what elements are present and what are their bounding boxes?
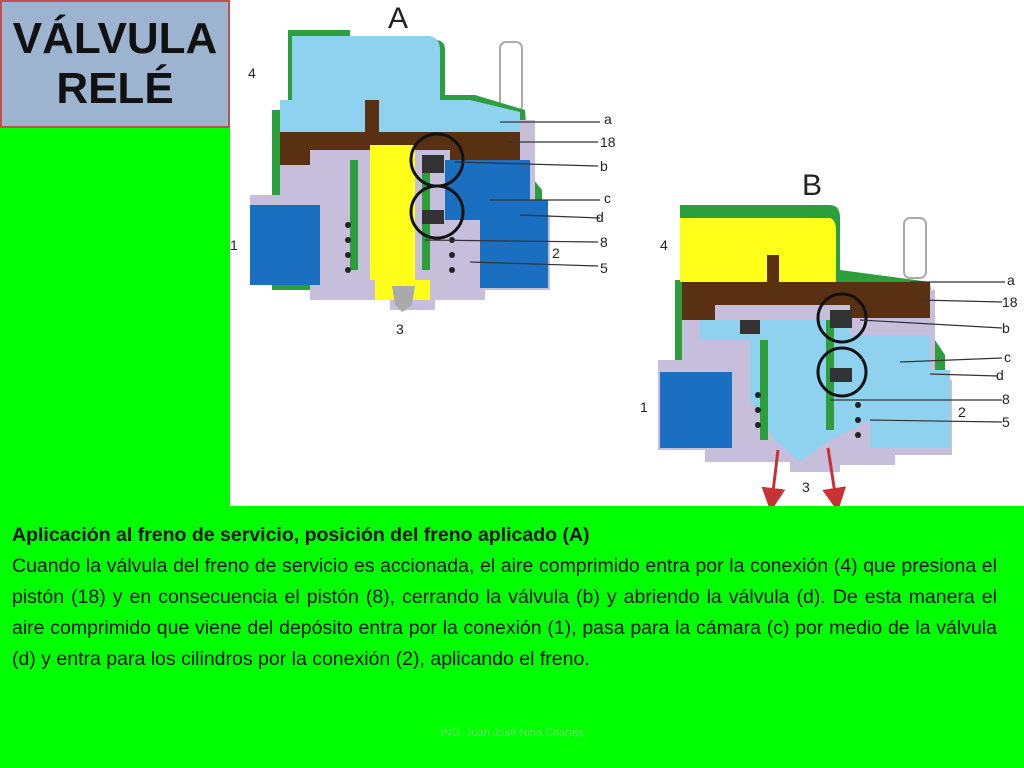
diagram-b: B 4 1 3 a 18 b c d 8 2 5 [640, 169, 1018, 512]
callout-a-4: 4 [248, 65, 256, 81]
chamber-c [445, 160, 548, 288]
valve-sleeve-left [760, 340, 768, 440]
chamber-4 [280, 36, 520, 132]
footer-author: ING. Juan José Nina Charaja [440, 727, 584, 739]
valve-b-highlight [816, 292, 868, 344]
seal-left [740, 320, 760, 334]
vent-tube [499, 41, 523, 113]
valve-b-seal [422, 155, 444, 173]
exhaust-outlet [392, 286, 415, 312]
exhaust-arrow-right [822, 447, 847, 512]
callout-b-8: 8 [1002, 391, 1010, 407]
valve-sleeve-left [350, 160, 358, 270]
callout-a-2: 2 [552, 245, 560, 261]
diagram-a-label: A [388, 2, 408, 35]
spring-left [345, 222, 351, 273]
callout-a-1: 1 [230, 237, 238, 253]
callout-b-1: 1 [640, 399, 648, 415]
callout-a-b: b [600, 158, 608, 174]
exhaust-arrow-left [761, 449, 786, 512]
valve-d-seal [422, 210, 444, 224]
port-1 [250, 205, 320, 285]
callout-b-c: c [1004, 349, 1011, 365]
callout-b-b: b [1002, 320, 1010, 336]
spring-left [755, 392, 761, 428]
title-line-1: VÁLVULA [12, 14, 218, 63]
valve-d-seal [830, 368, 852, 382]
callout-a-18: 18 [600, 134, 616, 150]
piston-18 [682, 282, 930, 320]
callout-a-d: d [596, 209, 604, 225]
leader-lines-a [424, 121, 601, 267]
callout-a-a: a [604, 111, 612, 127]
callout-b-d: d [996, 367, 1004, 383]
leader-lines-b [830, 281, 1005, 423]
callout-b-2: 2 [958, 404, 966, 420]
spring-right [855, 402, 861, 438]
port-1 [660, 372, 732, 448]
callout-b-3: 3 [802, 479, 810, 495]
callout-b-a: a [1007, 272, 1015, 288]
callout-b-5: 5 [1002, 414, 1010, 430]
description-heading: Aplicación al freno de servicio, posició… [12, 524, 590, 546]
description-body: Cuando la válvula del freno de servicio … [12, 555, 997, 670]
callout-a-5: 5 [600, 260, 608, 276]
callout-b-18: 18 [1002, 294, 1018, 310]
vent-tube [903, 217, 927, 279]
valve-b-seal [830, 310, 852, 328]
relay-valve-diagram-area: A 4 1 3 a 18 b c d 8 2 5 [230, 0, 1024, 512]
slide-title: VÁLVULA RELÉ [0, 0, 230, 128]
diagram-b-label: B [802, 169, 822, 202]
valve-d-highlight [409, 184, 465, 240]
piston-stem [767, 255, 779, 295]
piston-stem [365, 100, 379, 140]
center-passage [370, 145, 430, 300]
chamber-4 [680, 218, 836, 282]
diagram-a: A 4 1 3 a 18 b c d 8 2 5 [230, 2, 616, 337]
callout-b-4: 4 [660, 237, 668, 253]
title-line-2: RELÉ [56, 64, 174, 113]
callout-a-3: 3 [396, 321, 404, 337]
description-text: Aplicación al freno de servicio, posició… [12, 520, 997, 675]
callout-a-c: c [604, 190, 611, 206]
callout-a-8: 8 [600, 234, 608, 250]
valve-d-highlight [816, 346, 868, 398]
